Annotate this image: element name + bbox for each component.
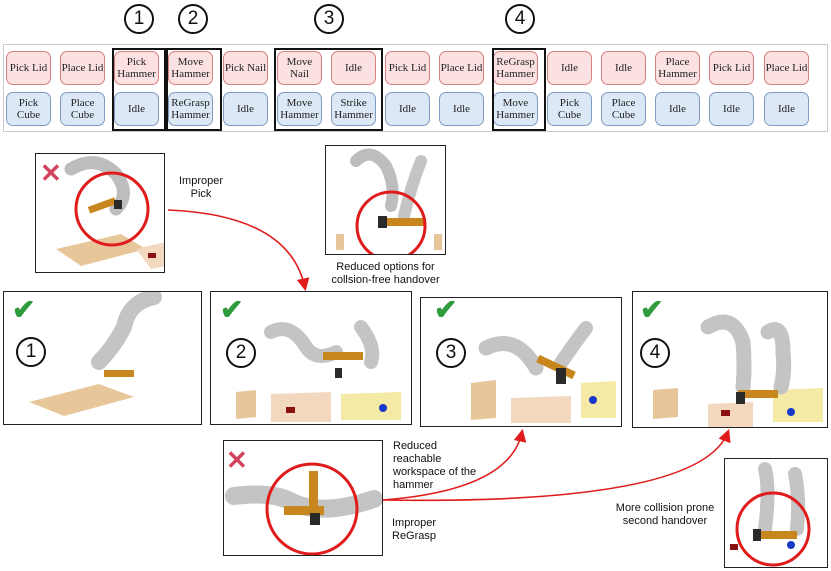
selection-box-2 <box>166 48 222 131</box>
selection-box-3 <box>274 48 383 131</box>
step-3-badge: 3 <box>314 4 344 34</box>
cross-icon: ✕ <box>40 158 62 188</box>
top_row-cell: Idle <box>331 51 376 85</box>
check-icon: ✔ <box>220 294 244 325</box>
top_row-cell: Pick Lid <box>385 51 430 85</box>
bottom_row-cell: Move Hammer <box>277 92 322 126</box>
improper-regrasp-image <box>223 440 383 556</box>
bottom_row-cell: Idle <box>439 92 484 126</box>
step-2-badge: 2 <box>178 4 208 34</box>
top_row-cell: Pick Hammer <box>114 51 159 85</box>
collision-prone-image <box>724 458 828 568</box>
bottom_row-cell: Place Cube <box>60 92 105 126</box>
reduced-options-caption: Reduced options for collsion-free handov… <box>331 261 440 286</box>
top_row-cell: Place Lid <box>764 51 809 85</box>
bottom_row-cell: Move Hammer <box>493 92 538 126</box>
collision-prone-caption: More collision prone second handover <box>615 502 715 527</box>
bottom_row-cell: Idle <box>114 92 159 126</box>
bottom_row-cell: ReGrasp Hammer <box>168 92 213 126</box>
bottom_row-cell: Idle <box>223 92 268 126</box>
top_row-cell: Pick Lid <box>6 51 51 85</box>
top_row-cell: Idle <box>601 51 646 85</box>
bottom_row-cell: Place Cube <box>601 92 646 126</box>
improper-pick-image <box>35 153 165 273</box>
top_row-cell: Pick Lid <box>709 51 754 85</box>
step-4-badge: 4 <box>505 4 535 34</box>
check-icon: ✔ <box>640 294 664 325</box>
top_row-cell: Pick Nail <box>223 51 268 85</box>
step-1-badge: 1 <box>124 4 154 34</box>
selection-box-1 <box>112 48 166 131</box>
top_row-cell: Place Hammer <box>655 51 700 85</box>
selection-box-4 <box>492 48 546 131</box>
top_row-cell: ReGrasp Hammer <box>493 51 538 85</box>
reduced-options-image <box>325 145 446 255</box>
improper-pick-caption: Improper Pick <box>178 175 224 200</box>
improper-regrasp-caption: Improper ReGrasp <box>392 517 437 542</box>
check-icon: ✔ <box>434 294 458 325</box>
panel-4-step: 4 <box>640 338 670 368</box>
step-4-image <box>632 291 828 428</box>
bottom_row-cell: Idle <box>764 92 809 126</box>
cross-icon: ✕ <box>226 445 248 475</box>
bottom_row-cell: Idle <box>655 92 700 126</box>
top_row-cell: Move Nail <box>277 51 322 85</box>
panel-2-step: 2 <box>226 338 256 368</box>
bottom_row-cell: Idle <box>385 92 430 126</box>
task-schedule-strip <box>3 44 828 132</box>
bottom_row-cell: Strike Hammer <box>331 92 376 126</box>
top_row-cell: Place Lid <box>60 51 105 85</box>
bottom_row-cell: Pick Cube <box>6 92 51 126</box>
bottom_row-cell: Idle <box>709 92 754 126</box>
top_row-cell: Place Lid <box>439 51 484 85</box>
panel-1-step: 1 <box>16 337 46 367</box>
top_row-cell: Idle <box>547 51 592 85</box>
panel-3-step: 3 <box>436 338 466 368</box>
reduced-reachable-caption: Reduced reachable workspace of the hamme… <box>393 440 477 491</box>
arrow-to-step-2 <box>167 209 310 292</box>
check-icon: ✔ <box>12 294 36 325</box>
bottom_row-cell: Pick Cube <box>547 92 592 126</box>
top_row-cell: Move Hammer <box>168 51 213 85</box>
